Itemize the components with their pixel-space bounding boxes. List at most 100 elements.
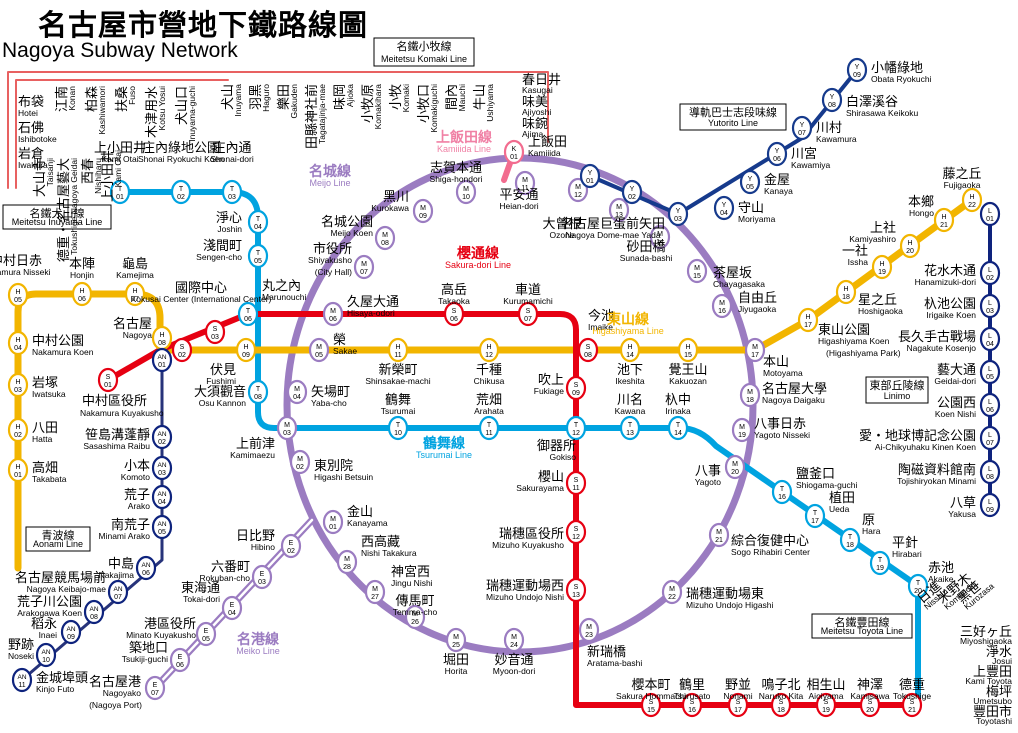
- station-h14[interactable]: H14: [619, 337, 641, 363]
- station-l04[interactable]: L04: [979, 326, 1001, 352]
- station-m04[interactable]: M04: [286, 379, 308, 405]
- station-t08[interactable]: T08: [247, 379, 269, 405]
- station-m18[interactable]: M18: [739, 382, 761, 408]
- station-t03[interactable]: T03: [221, 179, 243, 205]
- station-e03[interactable]: E03: [251, 564, 273, 590]
- station-y01[interactable]: Y01: [579, 163, 601, 189]
- station-m15[interactable]: M15: [686, 258, 708, 284]
- station-s11[interactable]: S11: [565, 470, 587, 496]
- station-h03[interactable]: H03: [7, 372, 29, 398]
- station-e05[interactable]: E05: [195, 621, 217, 647]
- station-s07[interactable]: S07: [517, 301, 539, 327]
- station-m25[interactable]: M25: [445, 627, 467, 653]
- station-m09[interactable]: M09: [412, 198, 434, 224]
- station-t05[interactable]: T05: [247, 243, 269, 269]
- station-l06[interactable]: L06: [979, 392, 1001, 418]
- station-t01[interactable]: T01: [109, 179, 131, 205]
- station-h04[interactable]: H04: [7, 330, 29, 356]
- station-y05[interactable]: Y05: [739, 169, 761, 195]
- station-s20[interactable]: S20: [859, 692, 881, 718]
- station-y06[interactable]: Y06: [766, 141, 788, 167]
- station-h17[interactable]: H17: [797, 307, 819, 333]
- station-s21[interactable]: S21: [901, 692, 923, 718]
- station-y07[interactable]: Y07: [791, 115, 813, 141]
- station-e06[interactable]: E06: [169, 647, 191, 673]
- station-y09[interactable]: Y09: [846, 57, 868, 83]
- station-t06[interactable]: T06: [237, 301, 259, 327]
- station-m02[interactable]: M02: [289, 449, 311, 475]
- station-t18[interactable]: T18: [839, 527, 861, 553]
- station-l01[interactable]: L01: [979, 201, 1001, 227]
- station-m05[interactable]: M05: [308, 337, 330, 363]
- station-m13[interactable]: M13: [608, 197, 630, 223]
- station-h18[interactable]: H18: [835, 279, 857, 305]
- station-t10[interactable]: T10: [387, 415, 409, 441]
- station-h08[interactable]: H08: [151, 325, 173, 351]
- station-h05[interactable]: H05: [7, 282, 29, 308]
- station-t16[interactable]: T16: [771, 479, 793, 505]
- station-m01[interactable]: M01: [322, 509, 344, 535]
- station-m20[interactable]: M20: [724, 454, 746, 480]
- station-s12[interactable]: S12: [565, 519, 587, 545]
- station-m07[interactable]: M07: [353, 254, 375, 280]
- station-h02[interactable]: H02: [7, 417, 29, 443]
- station-s09[interactable]: S09: [565, 375, 587, 401]
- station-l07[interactable]: L07: [979, 425, 1001, 451]
- station-s01[interactable]: S01: [97, 367, 119, 393]
- station-t04[interactable]: T04: [247, 209, 269, 235]
- station-y02[interactable]: Y02: [621, 179, 643, 205]
- station-m19[interactable]: M19: [731, 417, 753, 443]
- station-l05[interactable]: L05: [979, 359, 1001, 385]
- station-m21[interactable]: M21: [708, 522, 730, 548]
- station-h19[interactable]: H19: [871, 254, 893, 280]
- station-s06[interactable]: S06: [443, 301, 465, 327]
- station-m16[interactable]: M16: [711, 293, 733, 319]
- station-s18[interactable]: S18: [770, 692, 792, 718]
- station-m26[interactable]: M26: [404, 604, 426, 630]
- station-y08[interactable]: Y08: [821, 87, 843, 113]
- station-l02[interactable]: L02: [979, 260, 1001, 286]
- station-t17[interactable]: T17: [804, 503, 826, 529]
- station-s02[interactable]: S02: [171, 337, 193, 363]
- station-t02[interactable]: T02: [170, 179, 192, 205]
- station-h07[interactable]: H07: [124, 281, 146, 307]
- station-e04[interactable]: E04: [221, 595, 243, 621]
- station-t12[interactable]: T12: [565, 415, 587, 441]
- station-h12[interactable]: H12: [478, 337, 500, 363]
- station-h01[interactable]: H01: [7, 457, 29, 483]
- station-y03[interactable]: Y03: [667, 201, 689, 227]
- station-h11[interactable]: H11: [387, 337, 409, 363]
- station-m10[interactable]: M10: [455, 179, 477, 205]
- station-s13[interactable]: S13: [565, 577, 587, 603]
- station-t13[interactable]: T13: [619, 415, 641, 441]
- station-m28[interactable]: M28: [336, 549, 358, 575]
- station-m11[interactable]: M11: [514, 170, 536, 196]
- station-h15[interactable]: H15: [677, 337, 699, 363]
- station-l03[interactable]: L03: [979, 293, 1001, 319]
- station-m22[interactable]: M22: [661, 579, 683, 605]
- station-m03[interactable]: M03: [276, 415, 298, 441]
- station-h22[interactable]: H22: [961, 187, 983, 213]
- station-h09[interactable]: H09: [235, 337, 257, 363]
- station-h21[interactable]: H21: [933, 207, 955, 233]
- station-t20[interactable]: T20: [907, 573, 929, 599]
- station-s03[interactable]: S03: [204, 319, 226, 345]
- station-h20[interactable]: H20: [899, 233, 921, 259]
- station-s19[interactable]: S19: [815, 692, 837, 718]
- station-m14[interactable]: M14: [649, 224, 671, 250]
- station-e02[interactable]: E02: [280, 533, 302, 559]
- station-t11[interactable]: T11: [478, 415, 500, 441]
- station-y04[interactable]: Y04: [713, 195, 735, 221]
- station-s17[interactable]: S17: [727, 692, 749, 718]
- station-l09[interactable]: L09: [979, 492, 1001, 518]
- station-m17[interactable]: M17: [744, 337, 766, 363]
